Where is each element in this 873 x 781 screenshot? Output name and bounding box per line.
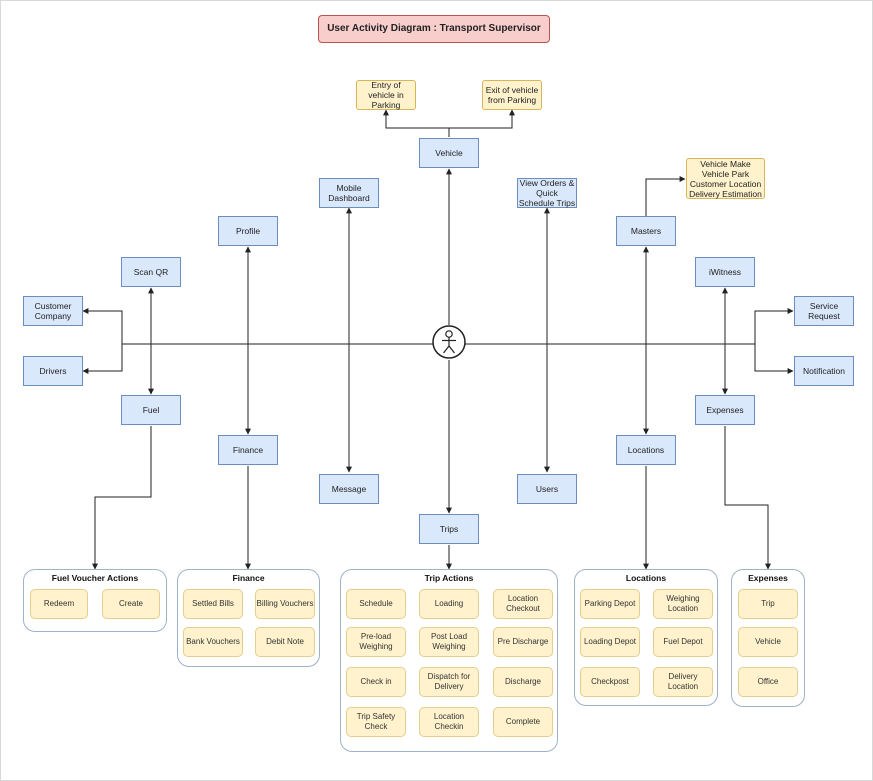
group-item[interactable]: Fuel Depot: [653, 627, 713, 657]
group-item[interactable]: Office: [738, 667, 798, 697]
users-node[interactable]: Users: [517, 474, 577, 504]
finance-node[interactable]: Finance: [218, 435, 278, 465]
edge-notification: [754, 344, 794, 374]
group-item[interactable]: Vehicle: [738, 627, 798, 657]
group-item[interactable]: Post Load Weighing: [419, 627, 479, 657]
group-item[interactable]: Delivery Location: [653, 667, 713, 697]
group-title: Finance: [232, 573, 265, 583]
group-item[interactable]: Complete: [493, 707, 553, 737]
group-item[interactable]: Trip: [738, 589, 798, 619]
group-item[interactable]: Pre Discharge: [493, 627, 553, 657]
group-title: Expenses: [748, 573, 788, 583]
message-node[interactable]: Message: [319, 474, 379, 504]
group-item[interactable]: Weighing Location: [653, 589, 713, 619]
group-item[interactable]: Redeem: [30, 589, 88, 619]
group-title: Fuel Voucher Actions: [51, 573, 139, 583]
group-item[interactable]: Create: [102, 589, 160, 619]
edge-customer-company: [82, 308, 123, 344]
group-item[interactable]: Schedule: [346, 589, 406, 619]
trip-actions-group: Trip Actions Schedule Loading Location C…: [340, 569, 558, 752]
masters-node[interactable]: Masters: [616, 216, 676, 246]
notification-node[interactable]: Notification: [794, 356, 854, 386]
group-item[interactable]: Checkpost: [580, 667, 640, 697]
group-item[interactable]: Loading Depot: [580, 627, 640, 657]
diagram-title: User Activity Diagram : Transport Superv…: [318, 15, 550, 43]
group-item[interactable]: Debit Note: [255, 627, 315, 657]
group-item[interactable]: Billing Vouchers: [255, 589, 315, 619]
expenses-group: Expenses Trip Vehicle Office: [731, 569, 805, 707]
group-item[interactable]: Check in: [346, 667, 406, 697]
trips-node[interactable]: Trips: [419, 514, 479, 544]
edge-expenses-group: [724, 426, 771, 570]
group-item[interactable]: Trip Safety Check: [346, 707, 406, 737]
masters-note: Vehicle Make Vehicle Park Customer Locat…: [686, 158, 765, 199]
edge-drivers: [82, 344, 123, 374]
group-item[interactable]: Bank Vouchers: [183, 627, 243, 657]
edge-entry: [383, 109, 450, 137]
group-item[interactable]: Location Checkin: [419, 707, 479, 737]
edge-service-request: [754, 308, 794, 344]
group-item[interactable]: Discharge: [493, 667, 553, 697]
group-item[interactable]: Location Checkout: [493, 589, 553, 619]
edge-masters-note: [645, 176, 686, 216]
fuel-voucher-group: Fuel Voucher Actions Redeem Create: [23, 569, 167, 632]
scan-qr-node[interactable]: Scan QR: [121, 257, 181, 287]
fuel-node[interactable]: Fuel: [121, 395, 181, 425]
iwitness-node[interactable]: iWitness: [695, 257, 755, 287]
group-item[interactable]: Settled Bills: [183, 589, 243, 619]
person-icon: [432, 325, 466, 359]
group-item[interactable]: Pre-load Weighing: [346, 627, 406, 657]
edge-fuel-group: [92, 426, 152, 570]
entry-vehicle-note: Entry of vehicle in Parking: [356, 80, 416, 110]
group-item[interactable]: Parking Depot: [580, 589, 640, 619]
group-title: Trip Actions: [424, 573, 474, 583]
exit-vehicle-note: Exit of vehicle from Parking: [482, 80, 542, 110]
group-item[interactable]: Loading: [419, 589, 479, 619]
mobile-dashboard-node[interactable]: Mobile Dashboard: [319, 178, 379, 208]
edge-exit: [449, 109, 515, 129]
vehicle-node[interactable]: Vehicle: [419, 138, 479, 168]
locations-node[interactable]: Locations: [616, 435, 676, 465]
locations-group: Locations Parking Depot Weighing Locatio…: [574, 569, 718, 706]
drivers-node[interactable]: Drivers: [23, 356, 83, 386]
profile-node[interactable]: Profile: [218, 216, 278, 246]
group-item[interactable]: Dispatch for Delivery: [419, 667, 479, 697]
customer-company-node[interactable]: Customer Company: [23, 296, 83, 326]
expenses-node[interactable]: Expenses: [695, 395, 755, 425]
finance-group: Finance Settled Bills Billing Vouchers B…: [177, 569, 320, 667]
group-title: Locations: [625, 573, 667, 583]
service-request-node[interactable]: Service Request: [794, 296, 854, 326]
view-orders-node[interactable]: View Orders & Quick Schedule Trips: [517, 178, 577, 208]
